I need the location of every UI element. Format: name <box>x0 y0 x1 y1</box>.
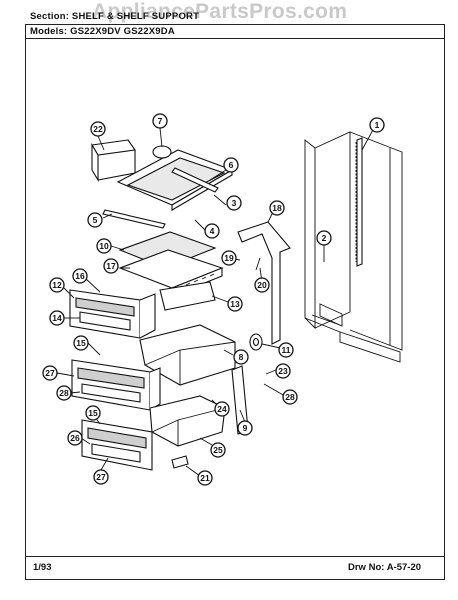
callout-label: 25 <box>213 445 223 455</box>
callout-label: 23 <box>278 366 288 376</box>
callout-20: 20 <box>254 277 270 293</box>
callout-label: 9 <box>243 423 248 433</box>
callout-label: 10 <box>99 241 109 251</box>
callout-label: 8 <box>239 352 244 362</box>
callout-18: 18 <box>269 200 285 216</box>
diagram-border <box>25 24 445 580</box>
callout-label: 18 <box>272 203 282 213</box>
callout-label: 28 <box>59 388 69 398</box>
callout-16: 16 <box>72 268 88 284</box>
shelf-rail-part <box>102 209 166 229</box>
callout-label: 11 <box>282 345 291 355</box>
callout-label: 12 <box>52 280 62 290</box>
drawing-number: Drw No: A-57-20 <box>348 562 422 573</box>
callout-5: 5 <box>87 212 103 228</box>
callout-label: 15 <box>88 408 98 418</box>
callout-label: 5 <box>93 215 98 225</box>
roller-part <box>249 333 263 351</box>
drawer-front-part <box>69 289 156 339</box>
header-divider <box>25 38 445 39</box>
callout-23: 23 <box>275 363 291 379</box>
callout-label: 14 <box>52 313 62 323</box>
callout-15a: 15 <box>73 335 89 351</box>
callout-label: 13 <box>230 299 240 309</box>
callout-label: 28 <box>285 392 295 402</box>
callout-28b: 28 <box>282 389 298 405</box>
callout-26: 26 <box>67 430 83 446</box>
callout-9: 9 <box>237 420 253 436</box>
callout-label: 26 <box>70 433 80 443</box>
callout-21: 21 <box>197 470 213 486</box>
crisper-cover-part <box>118 231 224 297</box>
callout-label: 16 <box>75 271 85 281</box>
callout-label: 15 <box>76 338 86 348</box>
callout-label: 4 <box>210 226 215 236</box>
callout-22: 22 <box>90 121 106 137</box>
callout-label: 21 <box>200 473 210 483</box>
lower-pan-part <box>149 395 226 447</box>
callout-1: 1 <box>369 117 385 133</box>
drawer-front-3-part <box>81 419 153 471</box>
callout-label: 1 <box>375 120 380 130</box>
footer-divider <box>25 556 445 557</box>
callout-13: 13 <box>227 296 243 312</box>
crisper-pan-part <box>159 281 216 311</box>
shelf-support-part <box>237 221 291 345</box>
watermark: AppliancePartsPros.com <box>92 0 348 23</box>
callout-10: 10 <box>96 238 112 254</box>
drawer-front-2-part <box>71 359 161 411</box>
callout-28a: 28 <box>56 385 72 401</box>
shelf-bracket-part <box>91 139 136 182</box>
callout-27a: 27 <box>42 365 58 381</box>
refrigerator-cabinet <box>304 131 403 363</box>
callout-8: 8 <box>233 349 249 365</box>
callout-25: 25 <box>210 442 226 458</box>
callout-12: 12 <box>49 277 65 293</box>
callout-3: 3 <box>226 195 242 211</box>
section-title: Section: SHELF & SHELF SUPPORT <box>30 11 200 22</box>
callout-label: 2 <box>322 233 327 243</box>
callout-label: 24 <box>217 404 227 414</box>
callout-label: 20 <box>257 280 267 290</box>
callout-27b: 27 <box>93 469 109 485</box>
callout-4: 4 <box>204 223 220 239</box>
callout-11: 11 <box>278 342 294 358</box>
callout-label: 6 <box>229 160 234 170</box>
callout-15b: 15 <box>85 405 101 421</box>
callout-label: 3 <box>232 198 237 208</box>
revision-date: 1/93 <box>33 562 52 573</box>
callout-14: 14 <box>49 310 65 326</box>
callout-19: 19 <box>221 250 237 266</box>
callout-2: 2 <box>316 230 332 246</box>
callout-24: 24 <box>214 401 230 417</box>
callout-7: 7 <box>152 113 168 129</box>
callout-label: 22 <box>93 124 103 134</box>
glass-shelf-part <box>116 145 234 211</box>
meat-pan-part <box>139 324 236 386</box>
shelf-ladder-part <box>356 137 363 267</box>
callout-label: 19 <box>224 253 234 263</box>
shelf-trim-part <box>171 167 219 193</box>
callout-6: 6 <box>223 157 239 173</box>
clip-part <box>171 455 189 469</box>
callout-label: 27 <box>45 368 55 378</box>
models-line: Models: GS22X9DV GS22X9DA <box>30 26 175 37</box>
callout-label: 27 <box>96 472 106 482</box>
callout-label: 7 <box>158 116 163 126</box>
callout-label: 17 <box>106 261 116 271</box>
callout-17: 17 <box>103 258 119 274</box>
